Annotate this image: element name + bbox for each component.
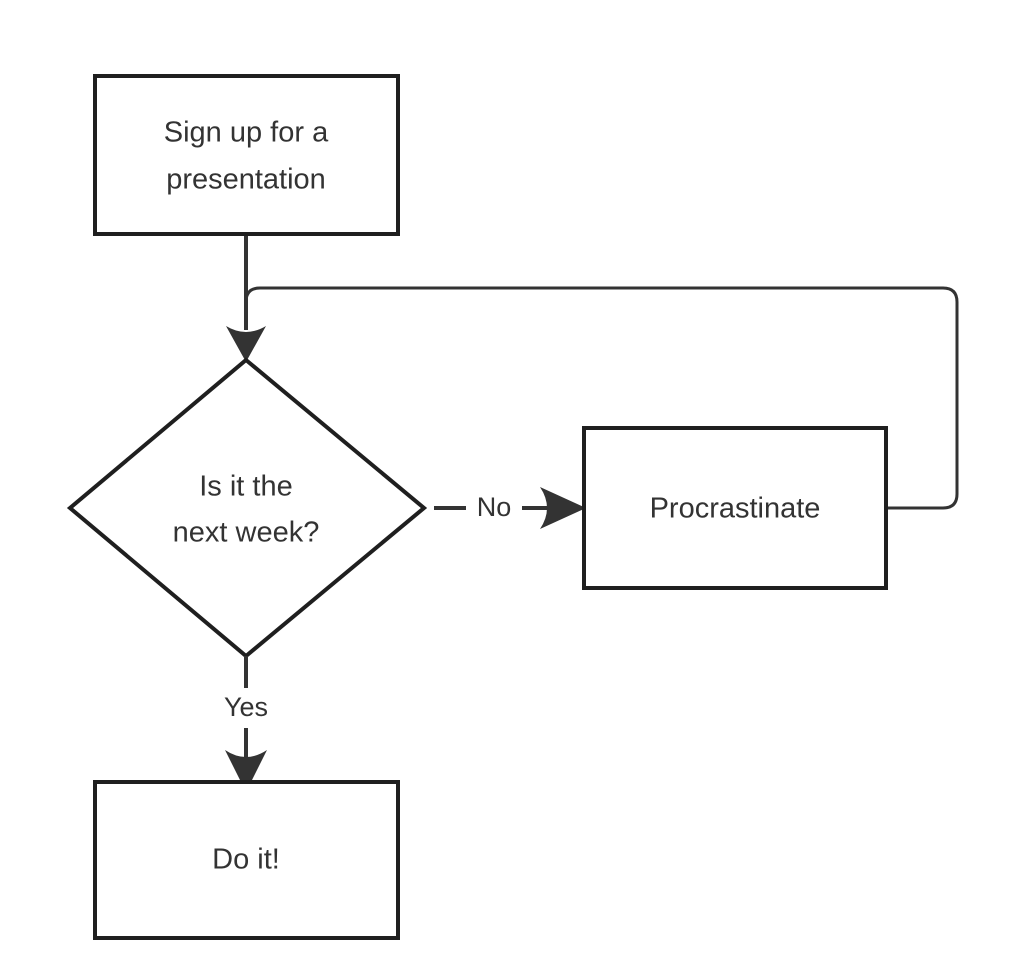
edge-procrastinate-to-decision[interactable]	[244, 286, 959, 510]
node-decision-shape[interactable]	[66, 357, 428, 659]
node-decision-label-line2: next week?	[173, 517, 320, 549]
edge-label-yes: Yes	[224, 692, 268, 722]
node-signup-shape[interactable]	[93, 74, 400, 236]
node-decision-label-line1: Is it the	[199, 471, 293, 503]
node-doit-label: Do it!	[212, 844, 280, 876]
node-signup-label-line1: Sign up for a	[164, 117, 329, 149]
arrowhead-decision-top	[226, 326, 266, 362]
node-doit-shape[interactable]	[93, 780, 400, 940]
arrowhead-doit-top	[225, 750, 267, 792]
node-procrastinate-shape[interactable]	[582, 426, 888, 590]
edge-label-no: No	[477, 492, 512, 522]
arrowhead-procrastinate-left	[540, 487, 586, 529]
node-signup-label-line2: presentation	[166, 164, 326, 196]
node-procrastinate-label: Procrastinate	[650, 493, 821, 525]
